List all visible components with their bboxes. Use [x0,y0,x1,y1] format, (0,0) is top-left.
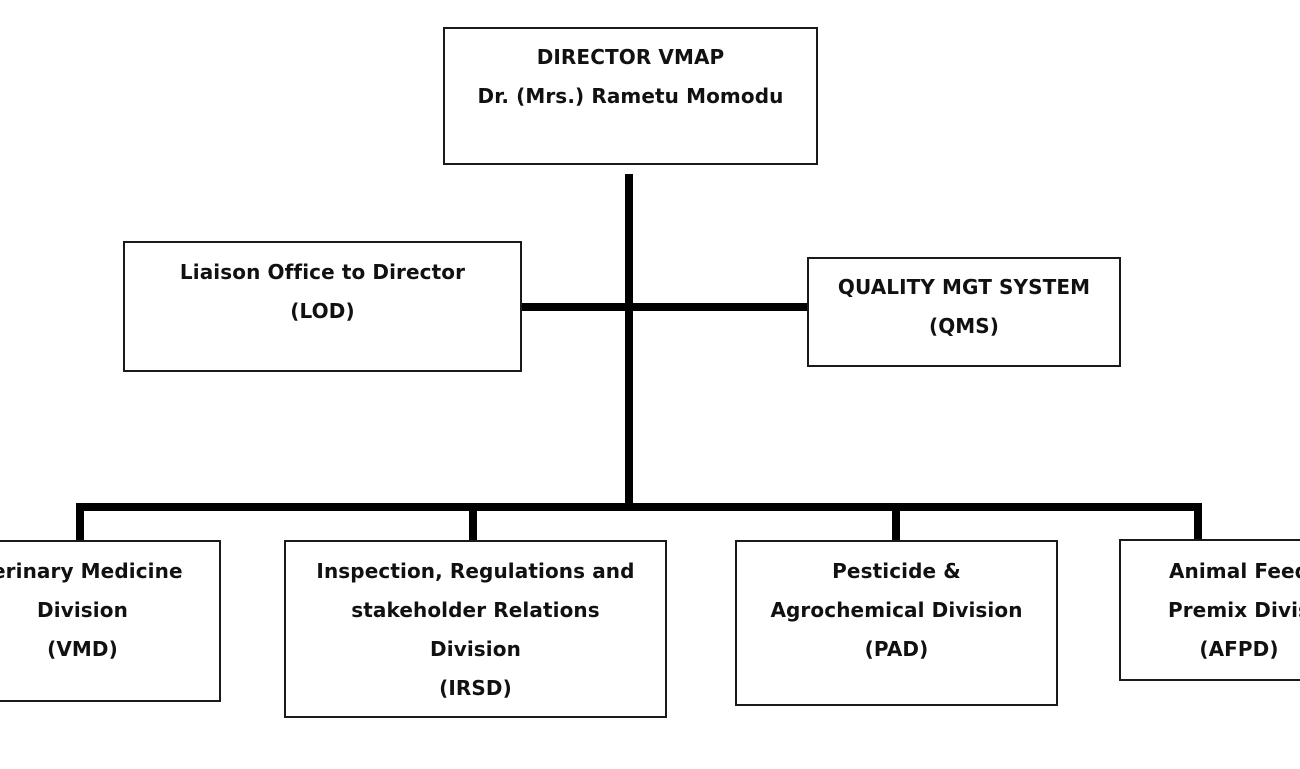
afpd-division-box: Animal Feed Premix Divis (AFPD) [1119,539,1300,681]
quality-mgt-name: QUALITY MGT SYSTEM [837,275,1091,299]
quality-mgt-box: QUALITY MGT SYSTEM (QMS) [807,257,1121,367]
vmd-division-box: terinary Medicine Division (VMD) [0,540,221,702]
irsd-line-1: Inspection, Regulations and [316,559,635,583]
afpd-line-2: Premix Divis [1167,598,1300,622]
director-title: DIRECTOR VMAP [536,45,725,69]
pad-line-1: Pesticide & [832,559,961,583]
liaison-office-name: Liaison Office to Director [179,260,466,284]
pad-line-2: Agrochemical Division [770,598,1023,622]
pad-line-3: (PAD) [864,637,929,661]
irsd-line-4: (IRSD) [439,676,512,700]
director-box: DIRECTOR VMAP Dr. (Mrs.) Rametu Momodu [443,27,818,165]
irsd-line-3: Division [430,637,521,661]
vmd-line-3: (VMD) [47,637,118,661]
afpd-line-1: Animal Feed [1168,559,1300,583]
liaison-office-box: Liaison Office to Director (LOD) [123,241,522,372]
irsd-division-box: Inspection, Regulations and stakeholder … [284,540,667,718]
director-name: Dr. (Mrs.) Rametu Momodu [477,84,784,108]
pad-division-box: Pesticide & Agrochemical Division (PAD) [735,540,1058,706]
quality-mgt-abbr: (QMS) [928,314,1000,338]
afpd-line-3: (AFPD) [1199,637,1279,661]
irsd-line-2: stakeholder Relations [351,598,600,622]
liaison-office-abbr: (LOD) [290,299,355,323]
vmd-line-1: terinary Medicine [0,559,183,583]
vmd-line-2: Division [37,598,128,622]
